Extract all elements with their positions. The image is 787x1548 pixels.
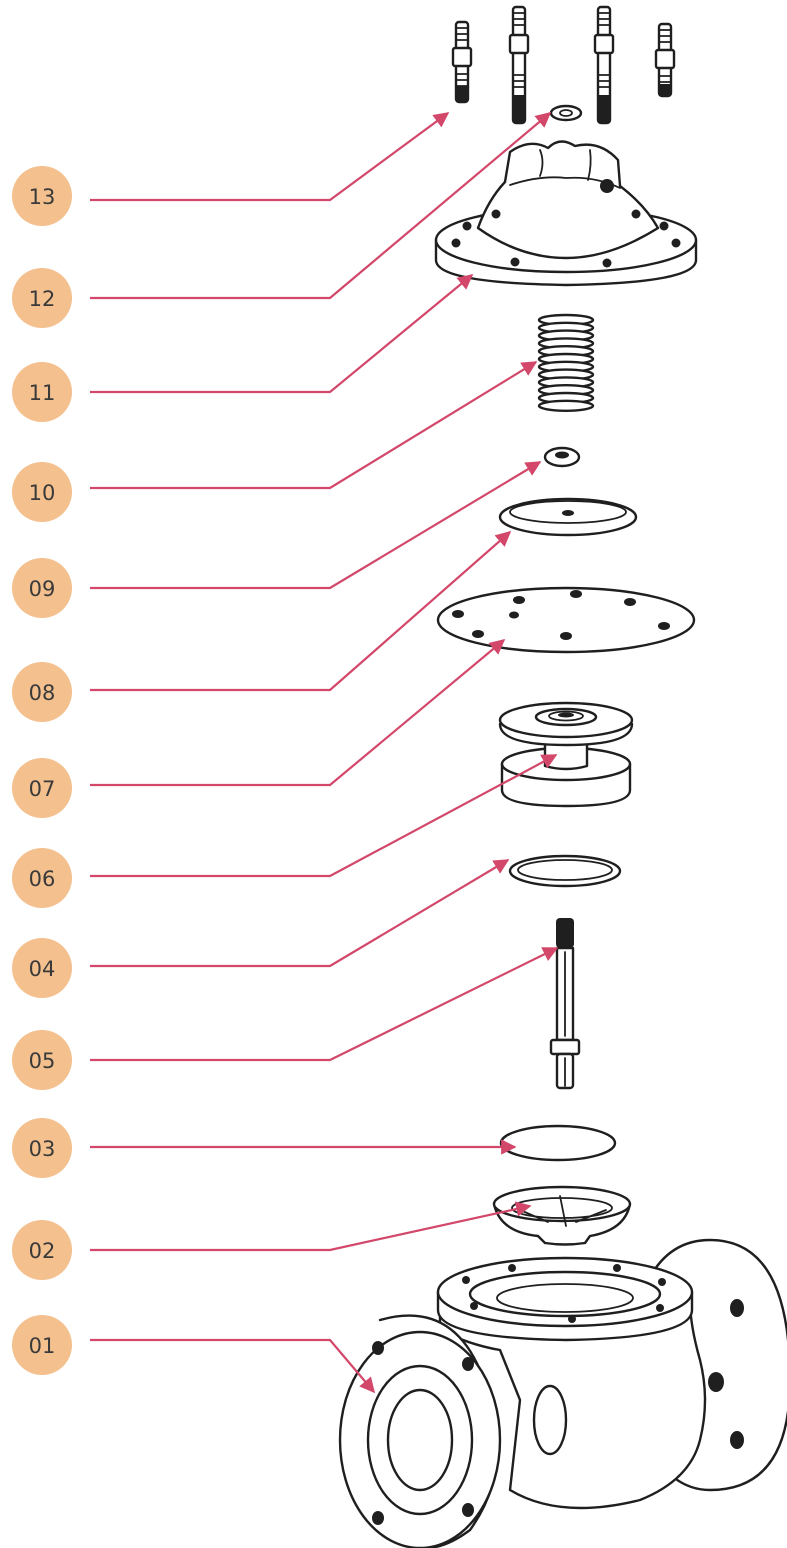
spring-coil [537,399,595,412]
callout-badge-08: 08 [12,662,72,722]
leader-line-09 [90,461,542,590]
valve-body [338,1238,787,1548]
callout-badge-10: 10 [12,462,72,522]
callout-number: 02 [29,1239,56,1263]
callout-badges: 13 12 11 10 09 08 07 06 04 05 03 02 01 [12,166,72,1375]
callout-number: 12 [29,287,56,311]
callout-number: 07 [29,777,56,801]
upper-diaphragm-washer [498,497,638,537]
callout-number: 10 [29,481,56,505]
valve-stem [549,918,581,1090]
small-nut [549,104,583,122]
callout-number: 08 [29,681,56,705]
leader-line-08 [90,530,512,692]
callout-badge-circle [12,662,72,722]
seat-gasket [499,1124,617,1162]
leader-line-05 [90,947,559,1062]
callout-badge-09: 09 [12,558,72,618]
callout-badge-circle [12,268,72,328]
callout-badge-13: 13 [12,166,72,226]
callout-badge-circle [12,1030,72,1090]
callout-badge-12: 12 [12,268,72,328]
callout-badge-circle [12,1118,72,1178]
leader-line-13 [90,112,450,202]
callout-badge-04: 04 [12,938,72,998]
callout-badge-07: 07 [12,758,72,818]
callout-number: 11 [29,381,56,405]
callout-number: 04 [29,957,56,981]
callout-badge-01: 01 [12,1315,72,1375]
callout-badge-02: 02 [12,1220,72,1280]
stud-bolts [451,5,676,125]
leader-line-12 [90,112,552,300]
valve-seat [492,1185,632,1246]
callout-badge-circle [12,462,72,522]
callout-number: 03 [29,1137,56,1161]
callout-badge-circle [12,362,72,422]
callout-badge-circle [12,558,72,618]
callout-number: 01 [29,1334,56,1358]
leader-line-02 [90,1201,532,1252]
callout-badge-06: 06 [12,848,72,908]
callout-badge-03: 03 [12,1118,72,1178]
leader-line-06 [90,754,558,878]
callout-number: 06 [29,867,56,891]
leader-line-11 [90,274,474,394]
valve-disc [498,701,634,808]
leader-line-04 [90,859,510,968]
callout-number: 05 [29,1049,56,1073]
spring [537,313,595,412]
callout-number: 09 [29,577,56,601]
callout-badge-circle [12,1315,72,1375]
callout-badge-circle [12,938,72,998]
o-ring [508,854,622,888]
callout-badge-circle [12,848,72,908]
leader-line-01 [90,1338,375,1394]
callout-number: 13 [29,185,56,209]
leader-line-10 [90,361,538,490]
callout-badge-11: 11 [12,362,72,422]
diaphragm [436,586,696,654]
diaphragm-nut [543,446,581,468]
callout-badge-circle [12,166,72,226]
callout-badge-circle [12,1220,72,1280]
bonnet-cover [434,140,698,287]
leader-line-07 [90,639,506,787]
callout-leader-lines [90,112,559,1394]
callout-badge-05: 05 [12,1030,72,1090]
callout-badge-circle [12,758,72,818]
